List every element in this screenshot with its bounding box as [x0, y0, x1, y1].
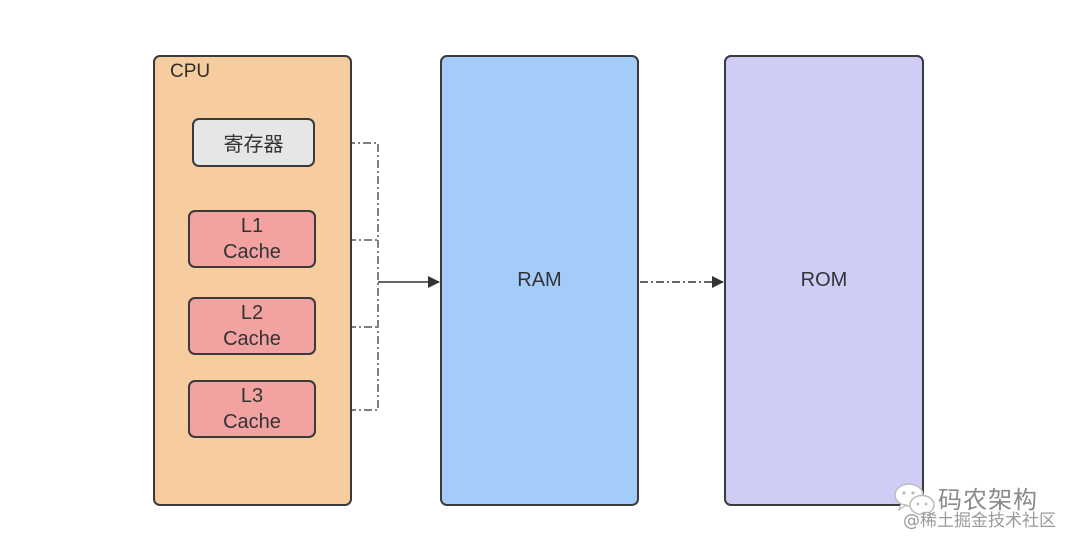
watermark-title: 码农架构 [938, 486, 1038, 514]
cache-label: Cache [223, 328, 281, 350]
wechat-icon [894, 483, 935, 519]
ram-label: RAM [517, 269, 562, 291]
cache-label: Cache [223, 241, 281, 263]
cache-label: Cache [223, 411, 281, 433]
watermark: 码农架构 @稀土掘金技术社区 [893, 480, 1080, 540]
cpu-label: CPU [170, 61, 211, 82]
watermark-subtitle: @稀土掘金技术社区 [903, 511, 1056, 531]
l1-cache-block: L1 Cache [188, 210, 316, 268]
rom-block: ROM [724, 55, 924, 506]
cache-level-label: L3 [240, 385, 264, 407]
cache-level-label: L2 [240, 302, 264, 324]
l2-cache-block: L2 Cache [188, 297, 316, 355]
ram-block: RAM [440, 55, 639, 506]
rom-label: ROM [800, 269, 848, 291]
register-label: 寄存器 [223, 132, 284, 156]
l3-cache-block: L3 Cache [188, 380, 316, 438]
register-block: 寄存器 [192, 118, 315, 167]
cache-level-label: L1 [240, 215, 264, 237]
